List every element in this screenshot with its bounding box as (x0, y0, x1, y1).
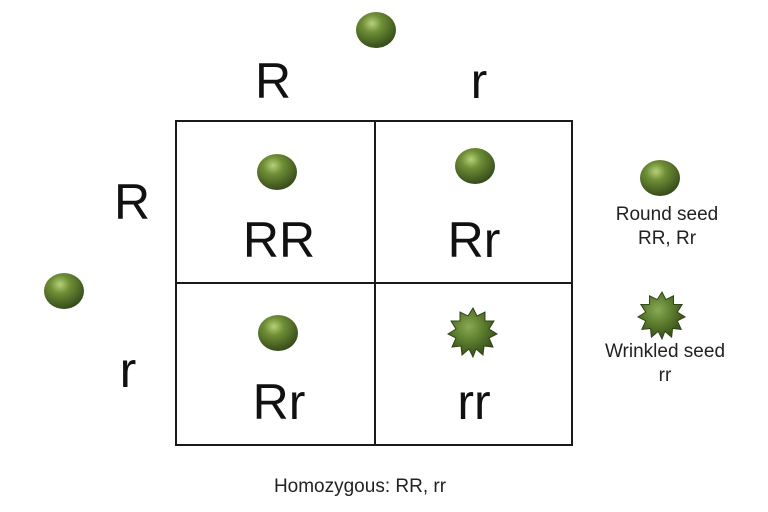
legend-wrinkled-label: Wrinkled seed rr (580, 340, 750, 388)
cell-rr-lower-left-seed-icon (258, 315, 298, 351)
left-allele-2: r (119, 342, 137, 398)
legend-round-seed-icon (640, 160, 680, 196)
legend-round-line1: Round seed (615, 204, 719, 225)
wrinkled-seed-cell-icon (447, 306, 499, 358)
legend-wrinkled-line2: rr (658, 365, 672, 386)
grid-horizontal-divider (175, 282, 573, 284)
parent-top-seed-icon (356, 12, 396, 48)
legend-wrinkled-seed-icon (637, 290, 687, 340)
top-allele-1: R (254, 53, 292, 109)
cell-genotype-4: rr (457, 374, 491, 430)
cell-genotype-3: Rr (252, 374, 306, 430)
legend-round-line2: RR, Rr (637, 228, 697, 249)
cell-rr-top-seed-icon (257, 154, 297, 190)
cell-genotype-1: RR (242, 212, 316, 268)
legend-round-label: Round seed RR, Rr (582, 203, 752, 251)
cell-genotype-2: Rr (447, 212, 501, 268)
parent-left-seed-icon (44, 273, 84, 309)
top-allele-2: r (470, 53, 488, 109)
left-allele-1: R (113, 174, 151, 230)
caption: Homozygous: RR, rr (273, 476, 447, 497)
legend-wrinkled-line1: Wrinkled seed (604, 341, 726, 362)
cell-rr-upper-right-seed-icon (455, 148, 495, 184)
